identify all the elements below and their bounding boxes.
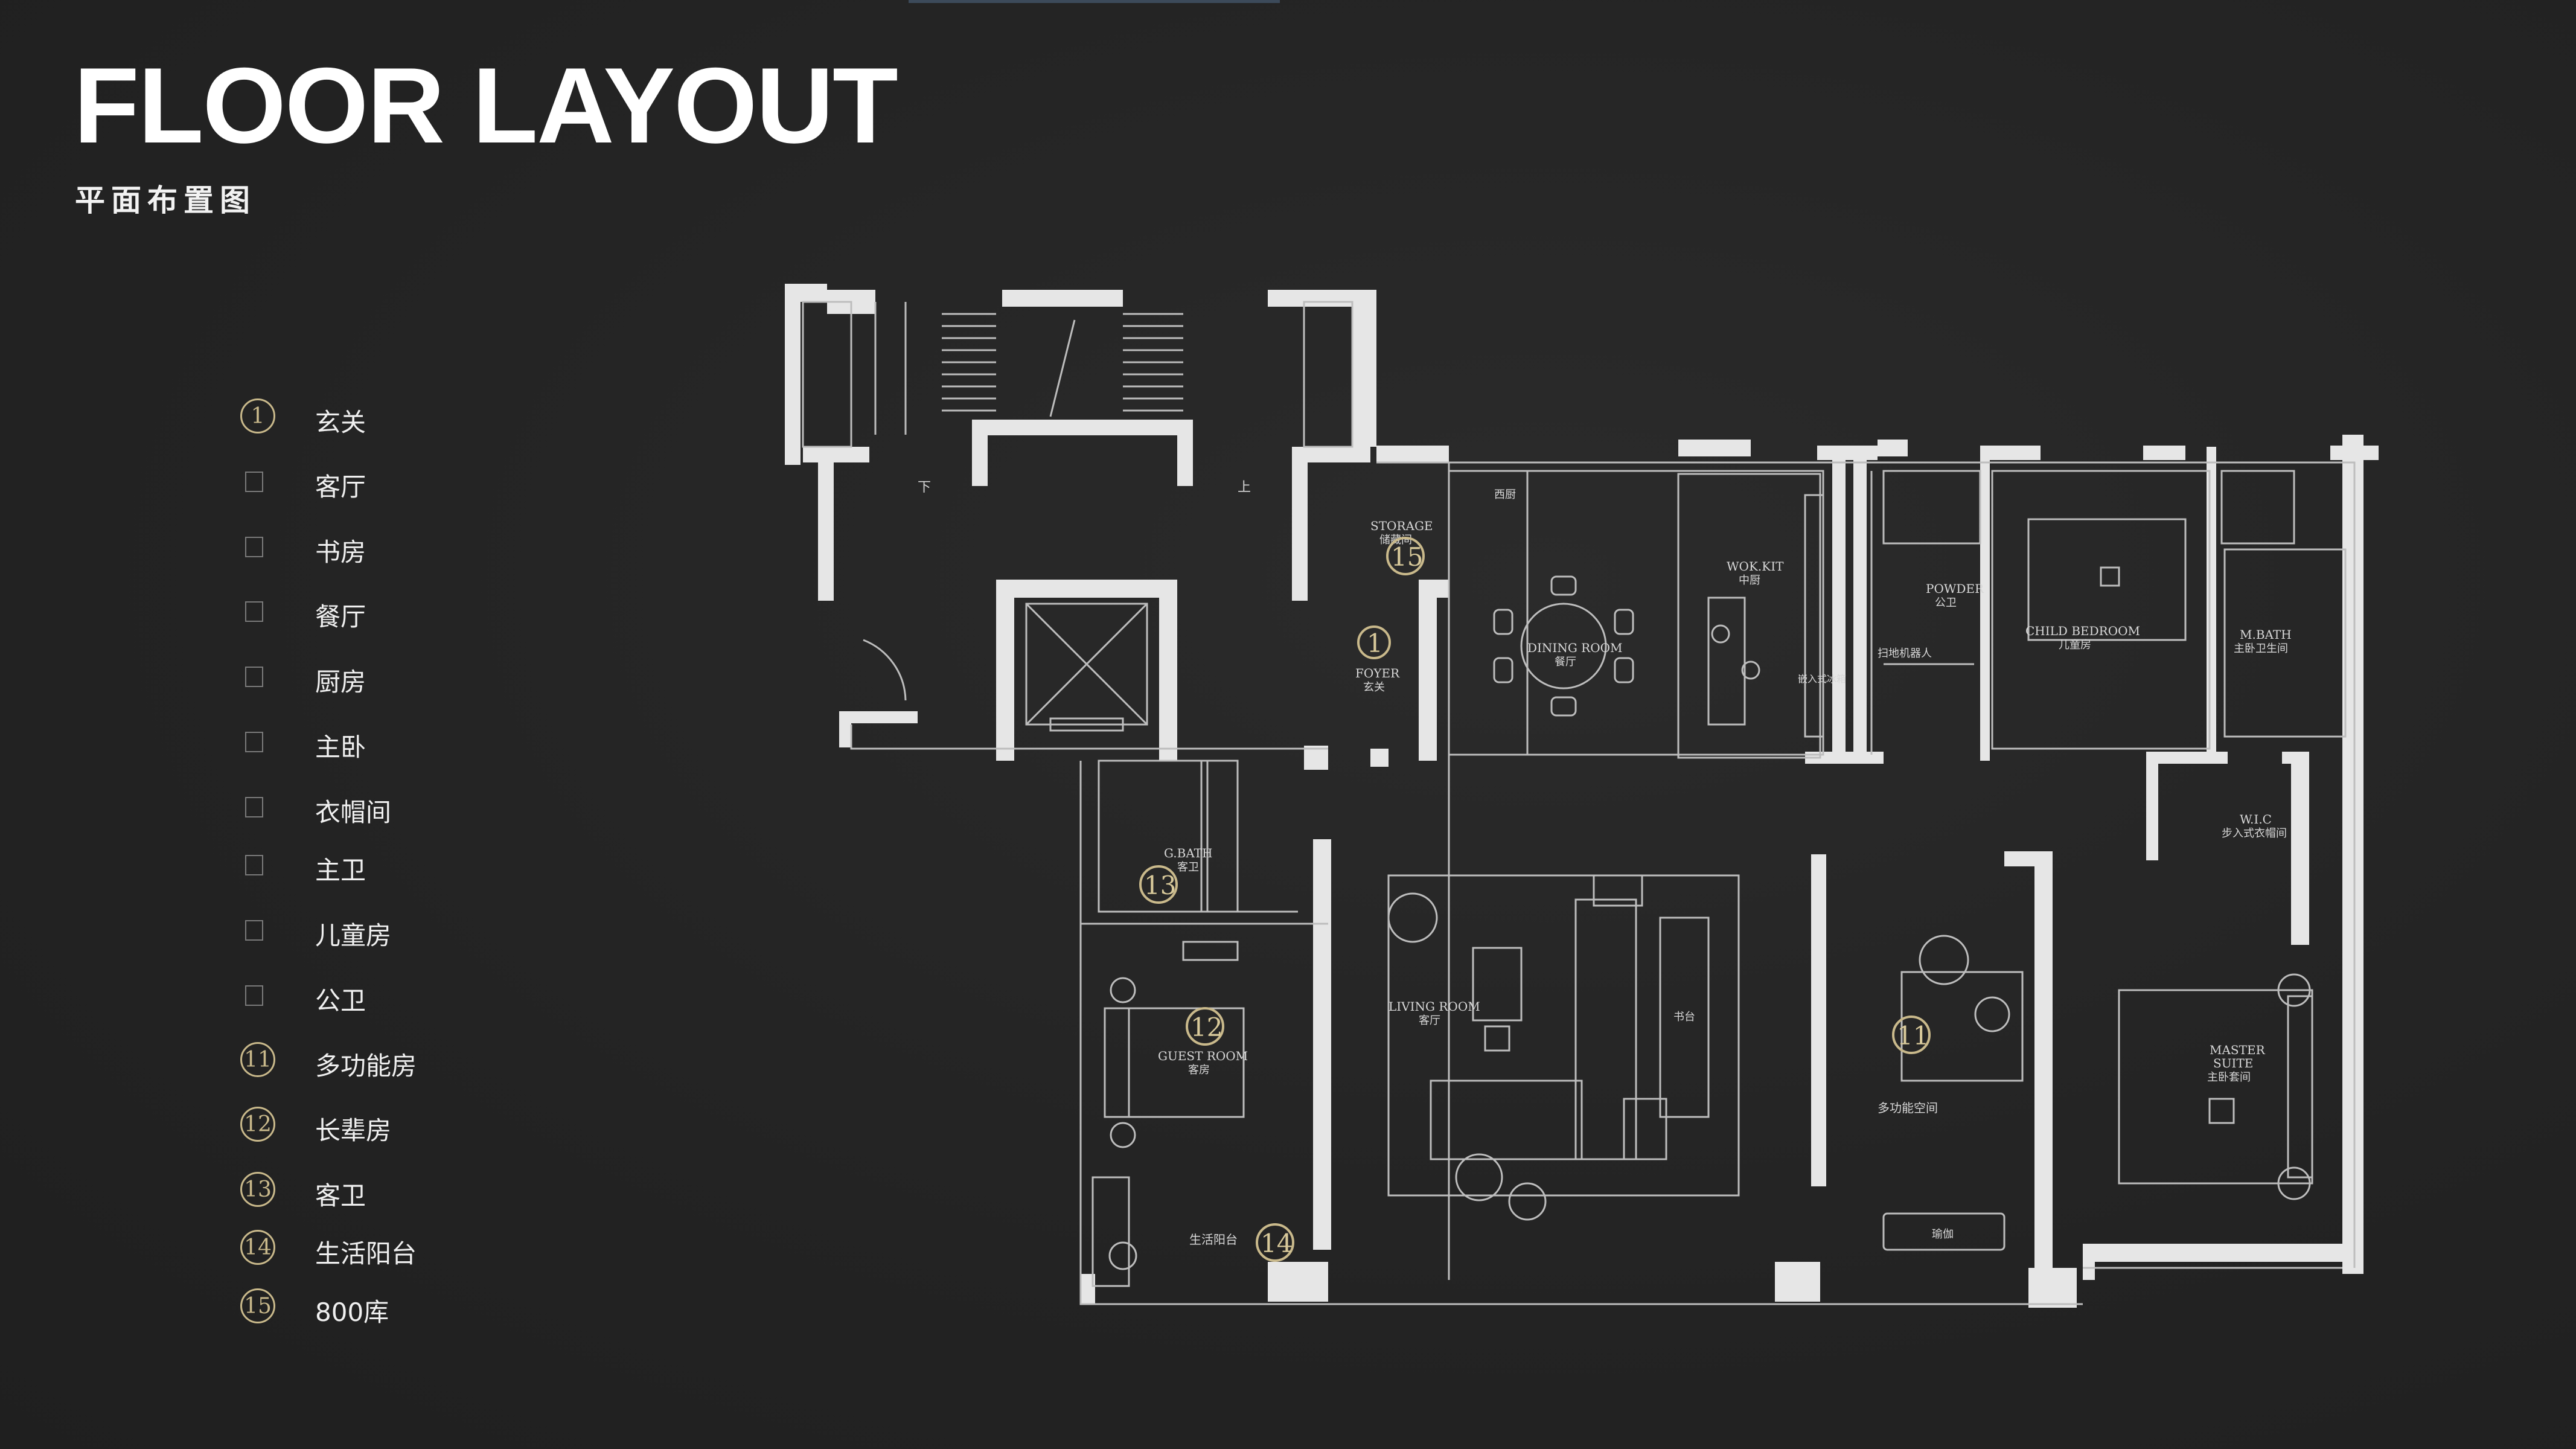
label-west-kitchen: 西厨 [1494, 488, 1516, 501]
legend-label: 书房 [315, 537, 366, 567]
legend-marker: 12 [240, 1107, 275, 1142]
legend-item: 12 长辈房 [240, 1107, 554, 1149]
legend-marker: 14 [240, 1230, 275, 1265]
marker-15: 15 [1391, 542, 1423, 572]
marker-11: 11 [1897, 1021, 1929, 1051]
legend-marker [245, 797, 263, 817]
legend-label: 主卧 [315, 732, 366, 762]
label-dining-cn: 餐厅 [1555, 656, 1576, 668]
label-foyer: FOYER [1355, 666, 1400, 680]
label-storage: STORAGE [1370, 519, 1433, 533]
marker-14: 14 [1261, 1229, 1293, 1258]
legend-item: 厨房 [240, 658, 554, 700]
legend-item: 公卫 [240, 977, 554, 1019]
label-master-cn: 主卧套间 [2207, 1071, 2251, 1084]
legend-item: 衣帽间 [240, 788, 554, 831]
label-living-cn: 客厅 [1419, 1014, 1440, 1027]
legend-marker [245, 472, 263, 492]
label-multi: 多功能空间 [1878, 1101, 1938, 1115]
legend-label: 长辈房 [315, 1116, 392, 1145]
legend-label: 800库 [315, 1297, 389, 1327]
label-mbath-cn: 主卧卫生间 [2234, 642, 2288, 655]
top-accent-bar [909, 0, 1280, 3]
label-powder: POWDER [1926, 581, 1984, 596]
legend-marker [245, 537, 263, 557]
label-wok-cn: 中厨 [1739, 574, 1760, 587]
label-child-cn: 儿童房 [2059, 639, 2091, 651]
legend-label: 客厅 [315, 472, 366, 502]
page-title: FLOOR LAYOUT [74, 45, 898, 165]
legend-label: 主卫 [315, 856, 366, 885]
plan-number-markers: 1 15 13 12 11 14 [1139, 537, 1931, 1262]
marker-12: 12 [1191, 1012, 1222, 1042]
legend-item: 11 多功能房 [240, 1042, 554, 1084]
legend-item: 儿童房 [240, 912, 554, 954]
legend-marker [245, 732, 263, 752]
label-living: LIVING ROOM [1389, 999, 1480, 1014]
legend-label: 餐厅 [315, 602, 366, 632]
legend-marker [245, 920, 263, 941]
label-stair-down: 下 [918, 480, 931, 495]
label-robot: 扫地机器人 [1878, 647, 1932, 660]
label-wic-cn: 步入式衣帽间 [2222, 827, 2287, 840]
legend-label: 公卫 [315, 986, 366, 1016]
page-subtitle: 平面布置图 [75, 182, 256, 218]
legend-marker: 1 [240, 398, 275, 433]
legend-item: 客厅 [240, 463, 554, 505]
legend-item: 餐厅 [240, 593, 554, 635]
label-wic: W.I.C [2240, 812, 2272, 827]
legend-marker [245, 855, 263, 875]
label-stair-up: 上 [1238, 480, 1251, 495]
label-desk: 书台 [1673, 1011, 1695, 1023]
label-master-2: SUITE [2213, 1056, 2253, 1070]
legend-label: 客卫 [315, 1181, 366, 1211]
legend-label: 衣帽间 [315, 798, 392, 827]
legend-marker: 15 [240, 1288, 275, 1323]
legend-marker: 11 [240, 1042, 275, 1077]
legend-item: 15 800库 [240, 1288, 554, 1331]
legend-item: 主卧 [240, 723, 554, 766]
legend-label: 生活阳台 [315, 1239, 417, 1268]
legend-label: 儿童房 [315, 921, 392, 950]
label-gbath-cn: 客卫 [1177, 861, 1199, 874]
label-powder-cn: 公卫 [1935, 597, 1957, 609]
label-balcony: 生活阳台 [1189, 1232, 1238, 1247]
legend-label: 多功能房 [315, 1051, 417, 1081]
legend-item: 书房 [240, 528, 554, 571]
marker-1: 1 [1367, 629, 1383, 658]
plan-lines [802, 301, 2356, 1305]
legend-label: 厨房 [315, 667, 366, 697]
label-gbath: G.BATH [1164, 846, 1212, 860]
label-dining: DINING ROOM [1527, 641, 1623, 655]
legend-item: 1 玄关 [240, 398, 554, 441]
legend-marker: 13 [240, 1172, 275, 1207]
label-foyer-cn: 玄关 [1363, 681, 1385, 694]
marker-13: 13 [1144, 871, 1176, 900]
legend-label: 玄关 [315, 408, 366, 437]
legend-marker [245, 601, 263, 622]
legend-item: 主卫 [240, 846, 554, 889]
label-fridge: 嵌入式冰箱 [1798, 673, 1846, 685]
label-guest: GUEST ROOM [1158, 1049, 1248, 1063]
label-mbath: M.BATH [2240, 627, 2292, 642]
legend-item: 14 生活阳台 [240, 1230, 554, 1272]
legend-item: 13 客卫 [240, 1172, 554, 1214]
label-yoga: 瑜伽 [1932, 1228, 1954, 1241]
label-child: CHILD BEDROOM [2025, 624, 2140, 638]
label-wok: WOK.KIT [1727, 559, 1784, 574]
label-guest-cn: 客房 [1188, 1064, 1210, 1076]
label-master-1: MASTER [2210, 1043, 2266, 1057]
legend-marker [245, 667, 263, 687]
legend-marker [245, 985, 263, 1006]
